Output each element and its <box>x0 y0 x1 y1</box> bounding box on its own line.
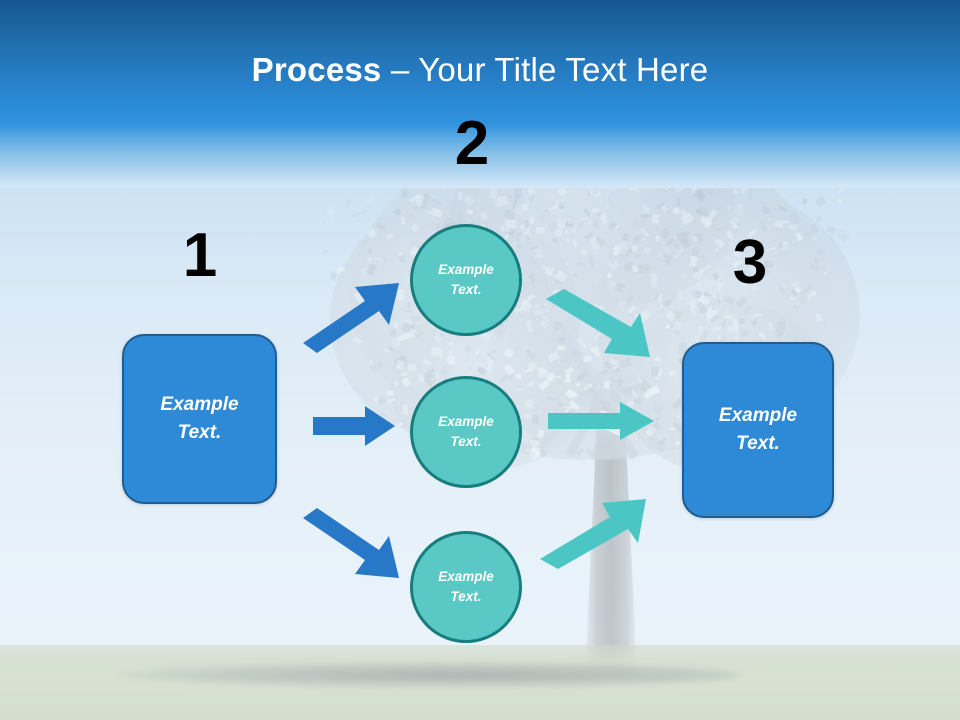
end-box-line-1: Example <box>718 405 798 426</box>
step-number-3: 3 <box>732 228 768 297</box>
page-title-light: Your Title Text Here <box>418 51 709 88</box>
circle-middle-line-2: Text. <box>450 434 482 449</box>
page-title: Process – Your Title Text Here <box>0 50 960 90</box>
header-band <box>0 0 960 124</box>
circle-bottom-line-2: Text. <box>450 589 482 604</box>
arrow-start-to-middle-circle[interactable] <box>313 406 395 446</box>
process-circle-bottom[interactable]: Example Text. <box>410 531 522 643</box>
circle-top-line-1: Example <box>438 262 494 277</box>
arrow-bottom-circle-to-end[interactable] <box>540 497 646 569</box>
end-process-box[interactable]: Example Text. <box>682 342 834 518</box>
arrow-middle-circle-to-end[interactable] <box>548 402 654 440</box>
start-box-line-2: Text. <box>177 422 222 443</box>
page-title-bold: Process <box>251 51 382 88</box>
step-number-1: 1 <box>182 221 218 290</box>
arrow-start-to-bottom-circle[interactable] <box>303 506 399 578</box>
arrow-top-circle-to-end[interactable] <box>546 289 650 357</box>
circle-bottom-line-1: Example <box>438 569 494 584</box>
circle-middle-line-1: Example <box>438 414 494 429</box>
step-number-2: 2 <box>454 109 490 178</box>
circle-top-line-2: Text. <box>450 282 482 297</box>
end-box-line-2: Text. <box>736 433 780 454</box>
tree-ground-shadow <box>120 662 740 688</box>
page-title-separator: – <box>381 51 419 88</box>
start-box-line-1: Example <box>160 394 239 415</box>
start-process-box[interactable]: Example Text. <box>122 334 277 504</box>
process-circle-top[interactable]: Example Text. <box>410 224 522 336</box>
process-circle-middle[interactable]: Example Text. <box>410 376 522 488</box>
header-gradient-fade <box>0 124 960 188</box>
arrow-start-to-top-circle[interactable] <box>303 283 399 355</box>
